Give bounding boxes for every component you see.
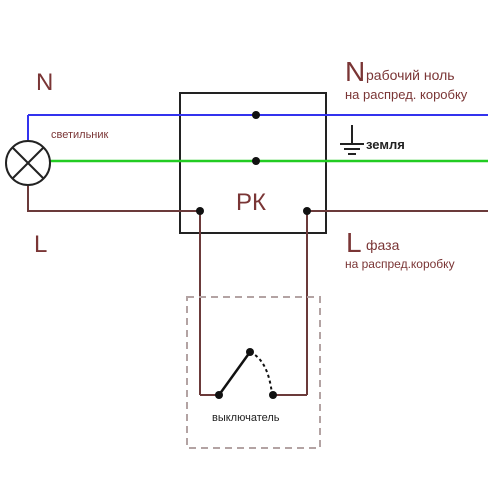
lamp-phase-wire (27, 186, 200, 212)
label-earth: земля (366, 137, 405, 152)
label-rk: РК (236, 189, 266, 216)
label-l-left: L (34, 231, 47, 258)
label-l-right-sub: на распред.коробку (345, 257, 455, 271)
label-n-right-text: рабочий ноль (366, 67, 455, 83)
label-l-right-letter: L (346, 227, 362, 258)
label-n-right-sub: на распред. коробку (345, 87, 468, 102)
lamp-symbol (5, 115, 51, 186)
label-n-left: N (36, 69, 53, 96)
label-l-right-text: фаза (366, 237, 400, 253)
phase-junction-dot-left (196, 207, 204, 215)
switch-symbol (215, 348, 277, 399)
label-switch: выключатель (212, 412, 280, 424)
junction-box (179, 92, 327, 234)
label-n-right-letter: N (345, 56, 365, 87)
label-lamp: светильник (51, 129, 109, 141)
switch-enclosure (186, 296, 321, 449)
earth-junction-dot (252, 157, 260, 165)
neutral-junction-dot (252, 111, 260, 119)
earth-ground-icon (340, 125, 364, 155)
phase-junction-dot-right (303, 207, 311, 215)
